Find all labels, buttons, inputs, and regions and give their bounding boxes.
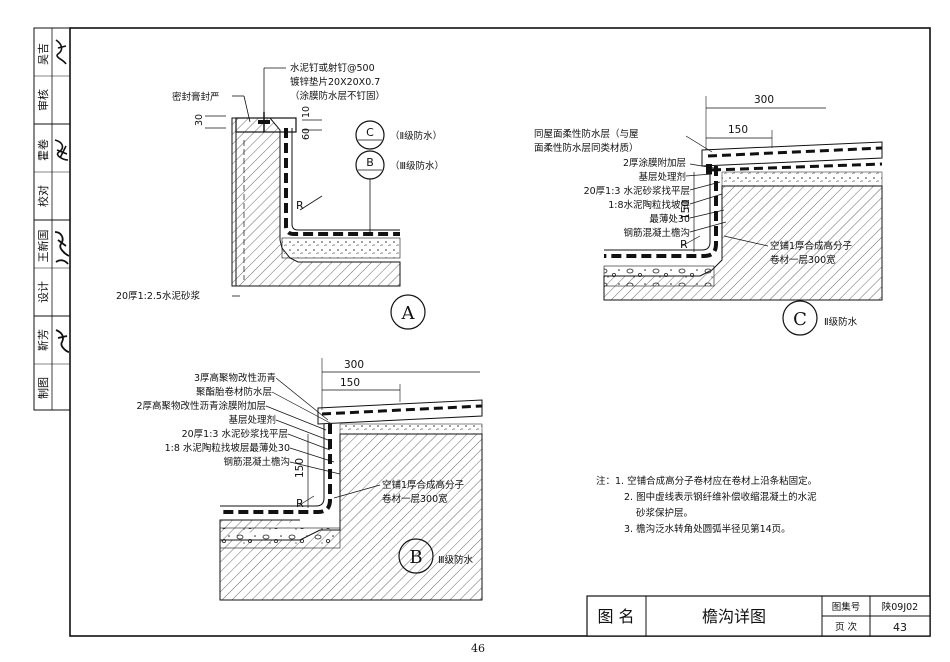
detail-b-radius: R <box>296 497 304 510</box>
detail-b-note-0: 空铺1厚合成高分子 <box>382 479 465 491</box>
page-label: 页 次 <box>835 621 858 633</box>
sidebar-label-4: 王新国 <box>36 230 50 263</box>
detail-b-layer-3: 基层处理剂 <box>228 414 276 426</box>
detail-c-layer-2: 2厚涂膜附加层 <box>623 157 686 169</box>
detail-c-layer-0: 同屋面柔性防水层（与屋 <box>534 128 639 140</box>
detail-a-dim-0: 30 <box>194 114 205 126</box>
detail-c-radius: R <box>680 238 688 251</box>
title-block: 图 名 檐沟详图 图集号 陕09J02 页 次 43 <box>586 595 931 637</box>
detail-a-marker: A <box>401 303 416 324</box>
note-line-3: 3. 檐沟泛水转角处圆弧半径见第14页。 <box>624 523 791 535</box>
signature-mark <box>54 139 69 161</box>
page-number-box: 43 <box>893 621 907 634</box>
detail-c-layer-5: 1:8水泥陶粒找坡层 <box>608 199 690 211</box>
detail-b-marker: B <box>409 547 422 568</box>
signature-mark <box>55 39 67 65</box>
detail-b-layer-5: 1:8 水泥陶粒找坡层最薄处30 <box>165 442 290 454</box>
detail-b-layer-4: 20厚1:3 水泥砂浆找平层 <box>182 428 288 440</box>
detail-c-layer-4: 20厚1:3 水泥砂浆找平层 <box>584 185 690 197</box>
detail-c-marker: C <box>793 309 807 330</box>
note-line-0: 注：1. 空铺合成高分子卷材应在卷材上沿条粘固定。 <box>596 475 817 487</box>
atlas-number: 陕09J02 <box>882 601 918 613</box>
detail-b-layer-6: 钢筋混凝土檐沟 <box>223 456 290 468</box>
detail-a-label-4: 20厚1:2.5水泥砂浆 <box>116 290 200 302</box>
detail-c-note-1: 卷材一层300宽 <box>770 254 836 266</box>
legend-text-b: （Ⅲ级防水） <box>390 160 444 172</box>
title-name-label: 图 名 <box>597 607 634 626</box>
detail-b-dim-0: 300 <box>344 359 364 371</box>
legend-symbol-b: B <box>366 156 374 169</box>
detail-b: 300 150 3厚高聚物改性沥青 聚酯胎卷材防水层 2厚高聚物改性沥青涂膜附加… <box>136 358 483 601</box>
sidebar-label-7: 制图 <box>37 377 50 399</box>
detail-c-layer-6: 最薄处30 <box>649 213 690 225</box>
detail-c-layer-3: 基层处理剂 <box>638 171 686 183</box>
detail-b-note-1: 卷材一层300宽 <box>382 493 448 505</box>
detail-c-note-0: 空铺1厚合成高分子 <box>770 240 853 252</box>
sidebar-label-0: 吴吉 <box>37 43 50 65</box>
sidebar-label-1: 审核 <box>36 89 50 111</box>
detail-a: R 水泥钉或射钉@500 镀锌垫片20X20X0.7 （涂膜防水层不钉固） 密封… <box>116 62 444 330</box>
detail-b-layer-2: 2厚高聚物改性沥青涂膜附加层 <box>136 400 266 412</box>
detail-c-dim-2: 150 <box>680 200 692 220</box>
detail-b-layer-0: 3厚高聚物改性沥青 <box>194 372 276 384</box>
detail-a-dim-2: 60 <box>301 128 312 140</box>
detail-a-dim-1: 10 <box>301 106 312 118</box>
title-name: 檐沟详图 <box>702 607 766 626</box>
notes: 注：1. 空铺合成高分子卷材应在卷材上沿条粘固定。 2. 图中虚线表示钢纤维补偿… <box>596 475 817 535</box>
detail-c-layer-1: 面柔性防水层同类材质） <box>534 142 639 154</box>
legend-symbol-c: C <box>366 126 374 139</box>
review-column: 吴吉 审核 霍卷 校对 王新国 设计 靳芳 制图 <box>33 27 71 411</box>
note-line-2: 砂浆保护层。 <box>636 507 693 519</box>
sidebar-label-5: 设计 <box>37 281 50 303</box>
sidebar-label-6: 靳芳 <box>36 329 50 351</box>
signature-mark <box>54 231 70 265</box>
detail-b-dim-1: 150 <box>340 377 360 389</box>
detail-a-label-3: 密封膏封严 <box>172 91 220 103</box>
note-line-1: 2. 图中虚线表示钢纤维补偿收缩混凝土的水泥 <box>624 491 817 503</box>
detail-a-label-0: 水泥钉或射钉@500 <box>290 62 375 74</box>
detail-c: 300 150 同屋面柔性防水层（与屋 面柔性防水层同类材质） 2厚涂膜附加层 … <box>534 94 883 336</box>
detail-c-layer-7: 钢筋混凝土檐沟 <box>623 227 690 239</box>
detail-c-grade: Ⅱ级防水 <box>824 316 858 328</box>
signature-mark <box>55 329 70 353</box>
detail-b-grade: Ⅲ级防水 <box>438 554 474 566</box>
atlas-label: 图集号 <box>832 601 861 613</box>
detail-b-dim-2: 150 <box>294 458 306 478</box>
sidebar-label-2: 霍卷 <box>36 139 50 161</box>
detail-a-label-1: 镀锌垫片20X20X0.7 <box>290 76 380 88</box>
detail-a-radius: R <box>296 199 304 212</box>
detail-b-layer-1: 聚酯胎卷材防水层 <box>196 386 272 398</box>
page-number: 46 <box>471 642 485 655</box>
legend-text-c: （Ⅱ级防水） <box>390 130 442 142</box>
detail-c-dim-1: 150 <box>728 124 748 136</box>
detail-a-label-2: （涂膜防水层不钉固） <box>290 90 385 102</box>
sidebar-label-3: 校对 <box>36 185 50 207</box>
detail-c-dim-0: 300 <box>754 94 774 106</box>
